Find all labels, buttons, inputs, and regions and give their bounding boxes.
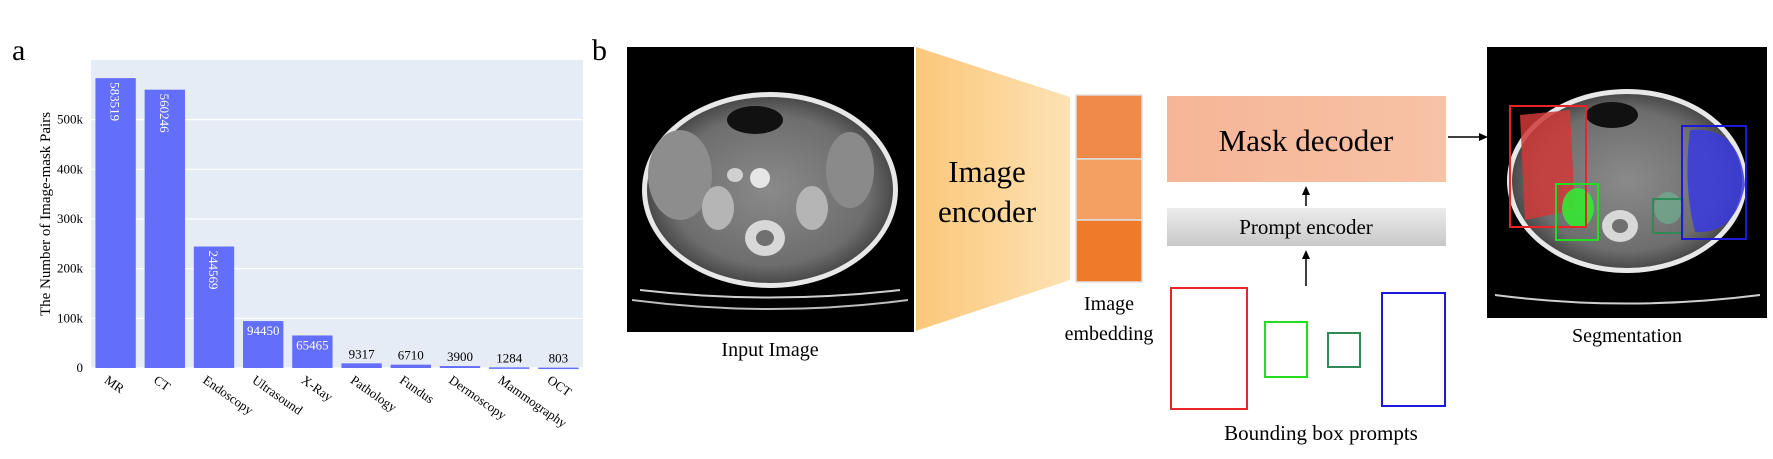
x-tick-label: X-Ray	[299, 372, 336, 404]
y-tick-label: 0	[77, 360, 84, 375]
ct-liver	[648, 130, 712, 220]
image-encoder-block	[916, 47, 1070, 331]
mask-decoder-block	[1167, 96, 1446, 182]
arrows	[1302, 133, 1488, 286]
image-encoder-label-line1: Image	[948, 154, 1025, 189]
bbox-prompt-blue	[1381, 292, 1446, 407]
x-tick-label: OCT	[545, 372, 575, 399]
image-embedding-stack	[1075, 94, 1143, 283]
x-tick-label: Fundus	[397, 372, 437, 406]
value-label: 1284	[496, 350, 523, 365]
image-encoder-label-line2: encoder	[938, 194, 1037, 229]
bar-chart: 0 100k 200k 300k 400k 500k MR CT EndoscopyUltra…	[38, 60, 583, 431]
panel-b-label: b	[592, 34, 607, 67]
bbox-prompts-caption: Bounding box prompts	[1224, 421, 1418, 445]
value-label: 560246	[157, 94, 172, 133]
y-tick-label: 300k	[57, 211, 84, 226]
x-tick-label: CT	[151, 372, 173, 394]
x-tick-label: Endoscopy	[200, 372, 256, 418]
bar-ct	[144, 89, 185, 369]
seg-kidney-mask	[1562, 188, 1594, 228]
segmentation-caption: Segmentation	[1572, 325, 1682, 347]
image-embedding-label-line1: Image	[1084, 293, 1134, 315]
x-tick-label: MR	[102, 372, 127, 396]
value-label: 6710	[398, 348, 424, 363]
arrowhead-prompt-to-decoder	[1302, 186, 1310, 195]
y-axis-label: The Number of Image-mask Pairs	[38, 112, 54, 316]
bar-fundus	[390, 364, 431, 368]
bars	[95, 78, 579, 370]
x-tick-label: Ultrasound	[249, 372, 305, 418]
value-label: 94450	[247, 323, 280, 338]
seg-liver-mask	[1520, 110, 1575, 220]
value-label: 244569	[206, 251, 221, 290]
panel-a-label: a	[12, 34, 25, 67]
bar-x-ray	[292, 335, 333, 368]
value-label: 65465	[296, 337, 329, 352]
y-tick-label: 200k	[57, 261, 84, 276]
ct-spleen	[826, 132, 874, 208]
y-tick-label: 500k	[57, 112, 84, 127]
input-image	[627, 47, 914, 332]
input-image-caption: Input Image	[721, 339, 818, 361]
bbox-prompt-darkgreen	[1327, 332, 1361, 368]
seg-spleen-mask	[1687, 129, 1745, 233]
value-label: 583519	[108, 82, 123, 121]
bar-endoscopy	[193, 246, 235, 368]
value-labels: 583519 560246 244569 94450 65465 9317 6710 3900…	[108, 82, 569, 365]
seg-kidney-left-mask	[1654, 192, 1682, 224]
prompt-encoder-label: Prompt encoder	[1239, 215, 1373, 239]
seg-bbox-blue	[1681, 125, 1747, 240]
value-label: 3900	[447, 349, 473, 364]
y-tick-label: 400k	[57, 161, 84, 176]
value-label: 9317	[349, 346, 376, 361]
mask-decoder-label: Mask decoder	[1219, 123, 1394, 158]
bar-mr	[95, 78, 136, 369]
seg-bbox-green	[1555, 183, 1599, 241]
segmentation-image	[1487, 47, 1767, 318]
bar-oct	[538, 367, 579, 370]
x-tick-label: Pathology	[348, 372, 400, 415]
ct-kidney-left	[796, 186, 828, 230]
seg-bbox-red	[1509, 105, 1587, 228]
bbox-prompt-green	[1264, 321, 1308, 378]
prompt-encoder-block	[1167, 208, 1446, 246]
arrowhead-decoder-to-seg	[1479, 133, 1488, 141]
ct-kidney-right	[702, 186, 734, 230]
image-embedding-label-line2: embedding	[1065, 323, 1154, 345]
ct-aorta	[750, 168, 770, 188]
bar-mammography	[489, 367, 530, 369]
bbox-prompt-red	[1170, 287, 1248, 410]
ct-body	[647, 97, 893, 283]
value-label: 803	[549, 351, 569, 366]
arrowhead-bbox-to-prompt	[1302, 250, 1310, 259]
bar-dermoscopy	[439, 366, 481, 368]
y-tick-label: 100k	[57, 310, 84, 325]
bar-ultrasound	[243, 321, 284, 368]
bar-pathology	[341, 363, 382, 368]
ct-bowel-gas	[727, 106, 783, 134]
y-tick-labels: 0 100k 200k 300k 400k 500k	[57, 112, 84, 375]
